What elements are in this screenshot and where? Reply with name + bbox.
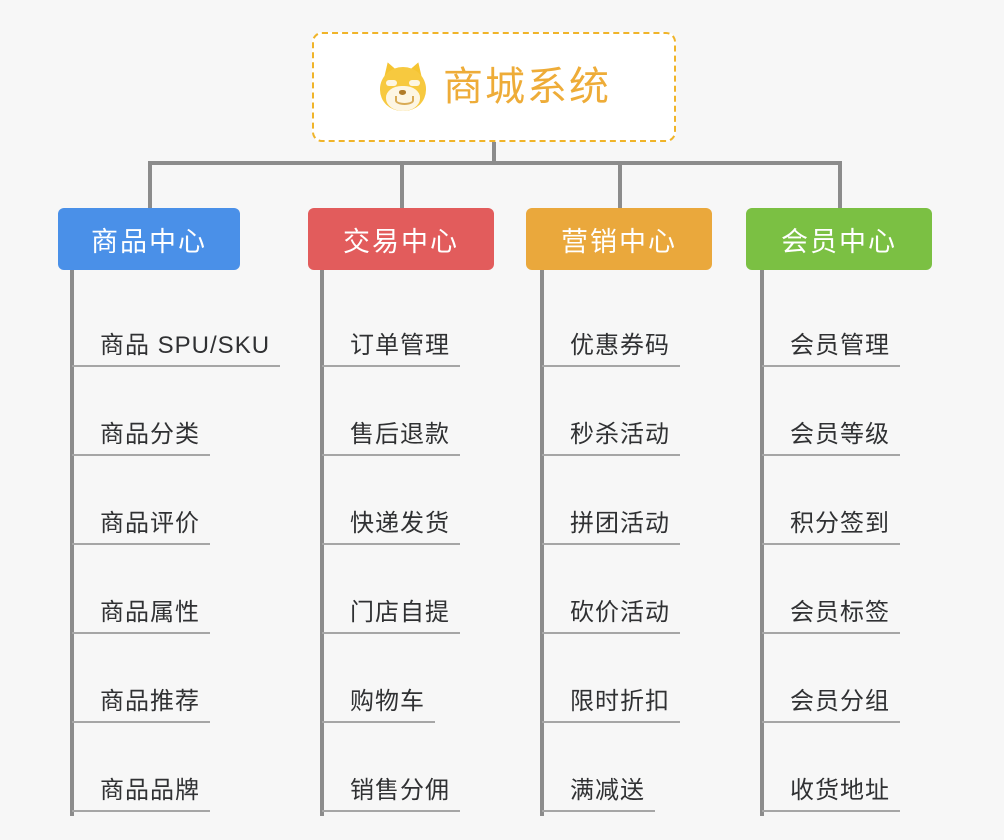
- list-item[interactable]: 商品品牌: [72, 723, 210, 812]
- category-box-member-center[interactable]: 会员中心: [746, 208, 932, 270]
- list-item[interactable]: 销售分佣: [322, 723, 460, 812]
- list-item-label: 限时折扣: [570, 687, 670, 715]
- list-item-label: 优惠券码: [570, 331, 670, 359]
- list-item-label: 会员管理: [790, 331, 890, 359]
- list-item-label: 购物车: [350, 687, 425, 715]
- list-item[interactable]: 会员等级: [762, 367, 900, 456]
- branch-drop-line-2: [400, 161, 404, 209]
- branch-drop-line-1: [148, 161, 152, 209]
- list-item-label: 积分签到: [790, 509, 890, 537]
- list-item[interactable]: 满减送: [542, 723, 655, 812]
- list-item-label: 门店自提: [350, 598, 450, 626]
- list-item-label: 砍价活动: [570, 598, 670, 626]
- list-item-label: 商品属性: [100, 598, 200, 626]
- list-item-label: 满减送: [570, 776, 645, 804]
- list-item[interactable]: 订单管理: [322, 278, 460, 367]
- list-item-label: 商品评价: [100, 509, 200, 537]
- list-item-label: 销售分佣: [350, 776, 450, 804]
- root-title: 商城系统: [443, 65, 611, 109]
- list-item[interactable]: 优惠券码: [542, 278, 680, 367]
- list-item[interactable]: 会员管理: [762, 278, 900, 367]
- category-title: 商品中心: [91, 226, 207, 257]
- list-item[interactable]: 会员分组: [762, 634, 900, 723]
- list-item-label: 秒杀活动: [570, 420, 670, 448]
- list-item-label: 商品 SPU/SKU: [100, 331, 271, 359]
- list-item[interactable]: 快递发货: [322, 456, 460, 545]
- category-title: 交易中心: [343, 226, 459, 257]
- list-item[interactable]: 砍价活动: [542, 545, 680, 634]
- list-item-label: 收货地址: [790, 776, 890, 804]
- list-item[interactable]: 秒杀活动: [542, 367, 680, 456]
- list-item[interactable]: 限时折扣: [542, 634, 680, 723]
- list-item[interactable]: 商品属性: [72, 545, 210, 634]
- list-item-label: 订单管理: [350, 331, 450, 359]
- branch-drop-line-3: [618, 161, 622, 209]
- list-item-label: 售后退款: [350, 420, 450, 448]
- category-title: 营销中心: [561, 226, 677, 257]
- list-item[interactable]: 门店自提: [322, 545, 460, 634]
- branch-drop-line-4: [838, 161, 842, 209]
- shiba-dog-icon: [377, 59, 429, 113]
- list-item-label: 会员标签: [790, 598, 890, 626]
- root-stem-line: [492, 142, 496, 164]
- connector-bus-line: [150, 161, 842, 165]
- list-item[interactable]: 购物车: [322, 634, 435, 723]
- list-item[interactable]: 收货地址: [762, 723, 900, 812]
- list-item-label: 快递发货: [350, 509, 450, 537]
- list-item-label: 商品推荐: [100, 687, 200, 715]
- list-item[interactable]: 会员标签: [762, 545, 900, 634]
- category-box-marketing-center[interactable]: 营销中心: [526, 208, 712, 270]
- list-item-label: 商品品牌: [100, 776, 200, 804]
- list-item[interactable]: 商品推荐: [72, 634, 210, 723]
- list-item-label: 会员分组: [790, 687, 890, 715]
- list-item[interactable]: 拼团活动: [542, 456, 680, 545]
- category-box-trade-center[interactable]: 交易中心: [308, 208, 494, 270]
- list-item[interactable]: 商品 SPU/SKU: [72, 278, 281, 367]
- list-item[interactable]: 商品评价: [72, 456, 210, 545]
- category-box-product-center[interactable]: 商品中心: [58, 208, 240, 270]
- list-item-label: 拼团活动: [570, 509, 670, 537]
- list-item[interactable]: 商品分类: [72, 367, 210, 456]
- list-item[interactable]: 售后退款: [322, 367, 460, 456]
- list-item-label: 会员等级: [790, 420, 890, 448]
- list-item[interactable]: 积分签到: [762, 456, 900, 545]
- category-title: 会员中心: [781, 226, 897, 257]
- list-item-label: 商品分类: [100, 420, 200, 448]
- root-node[interactable]: 商城系统: [312, 32, 676, 142]
